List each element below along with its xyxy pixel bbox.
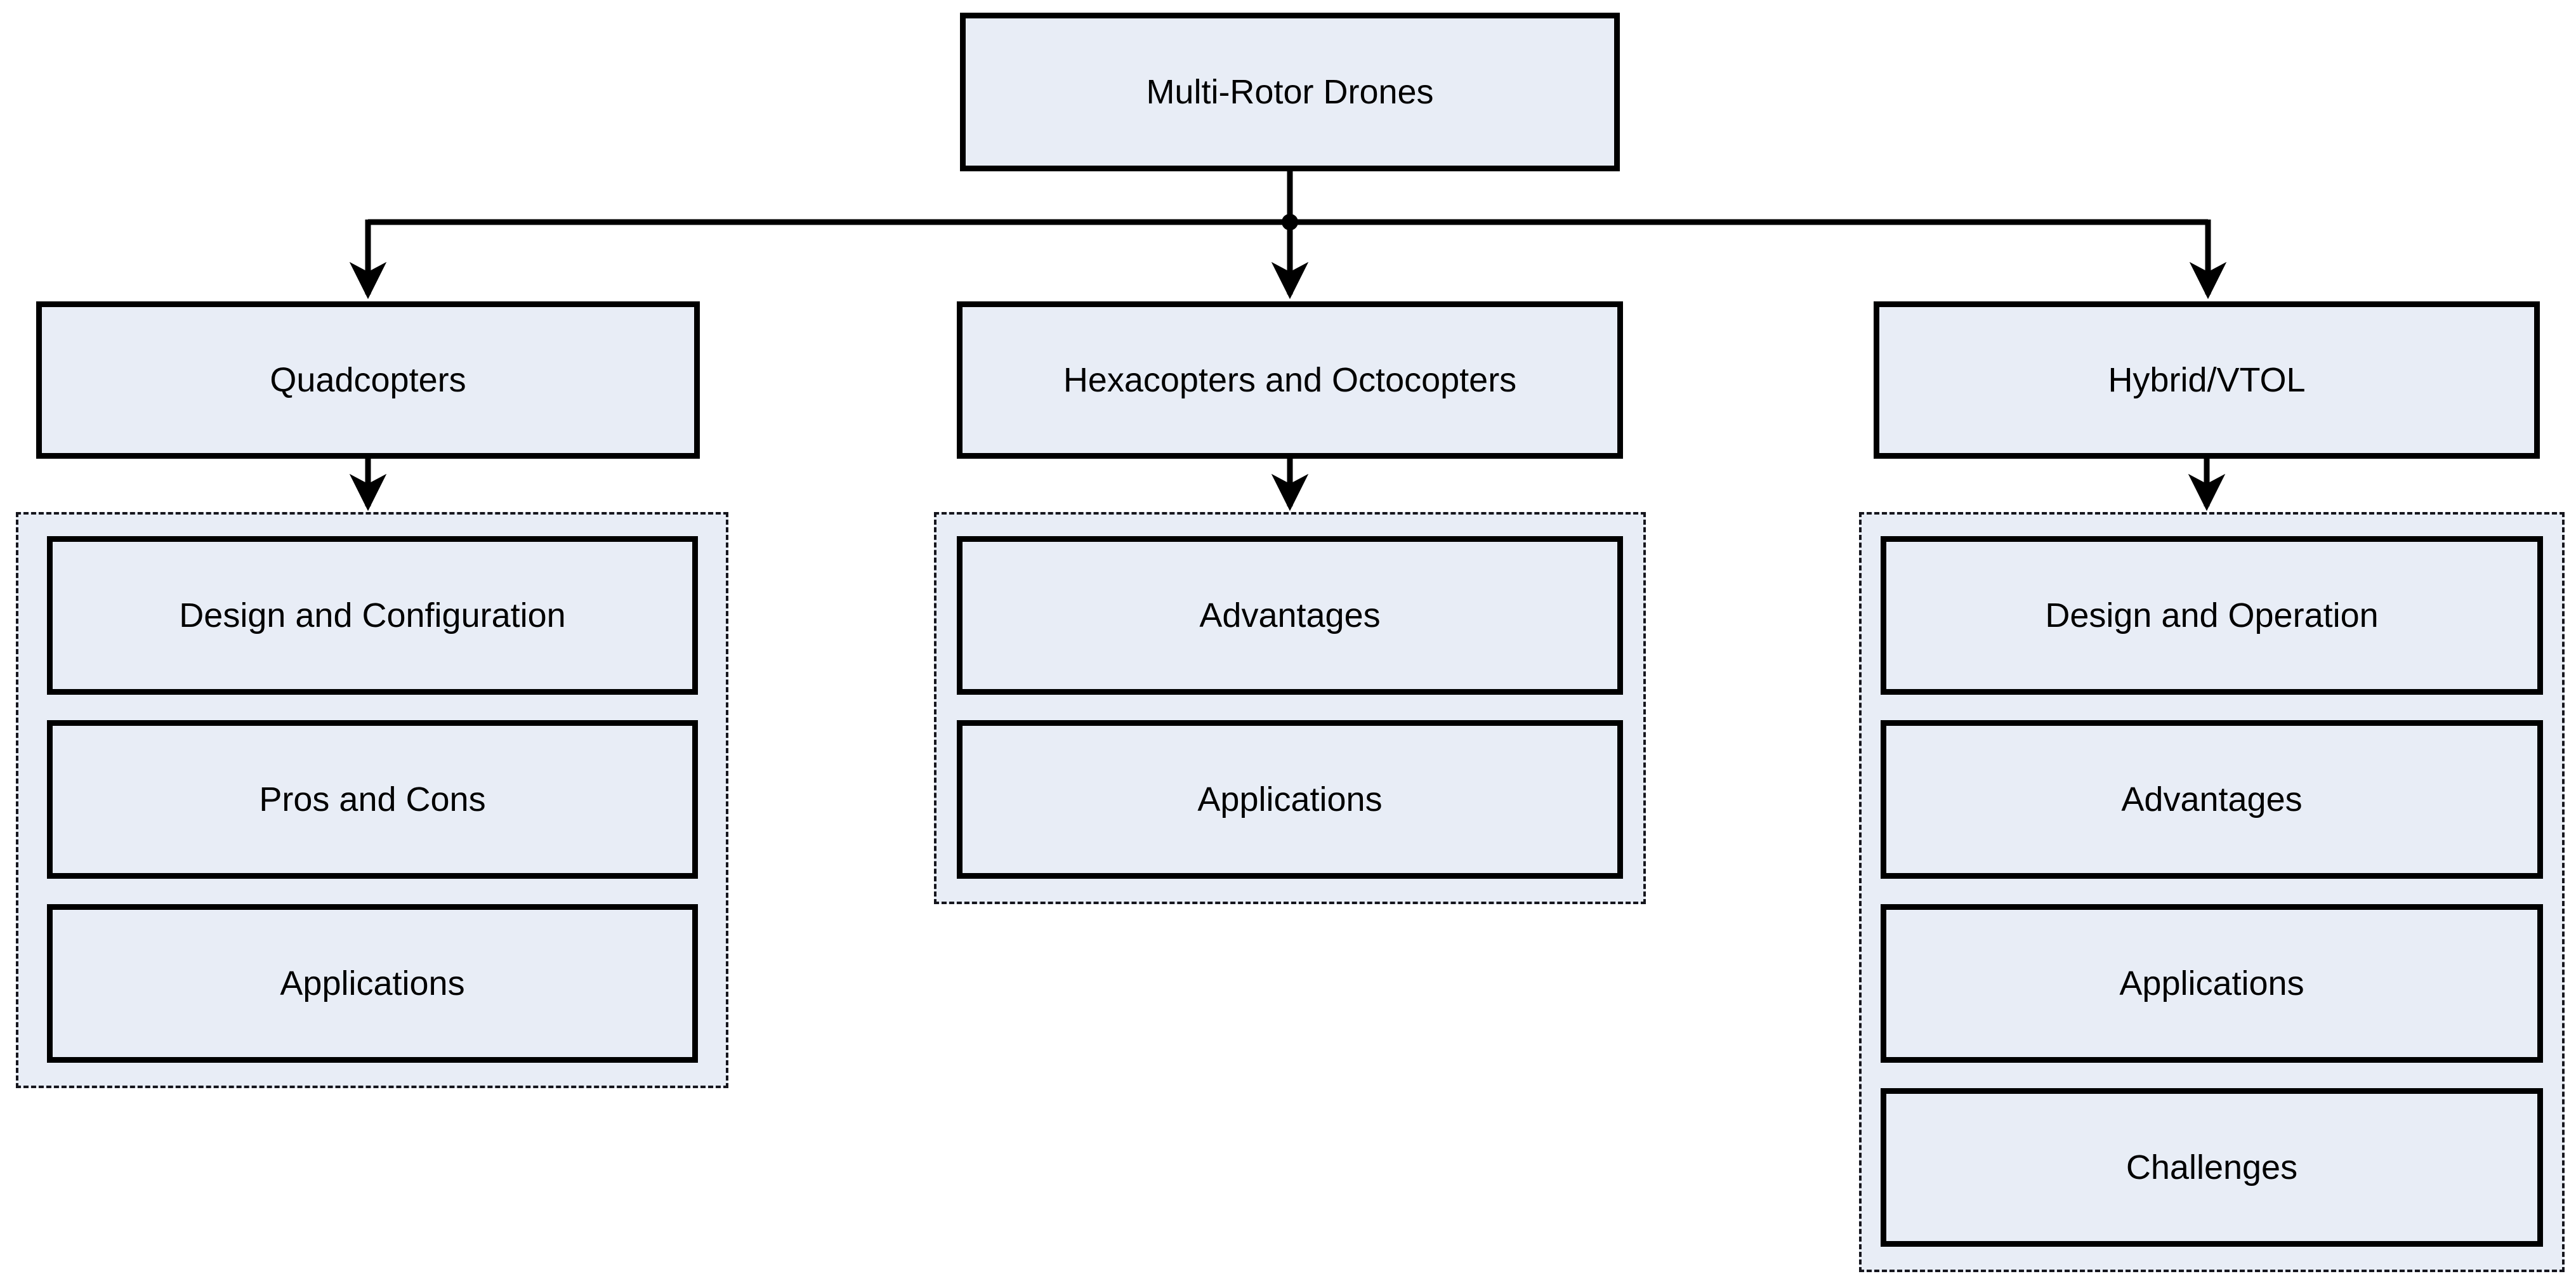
subnode-challenges-label: Challenges <box>2126 1148 2298 1186</box>
subnode-hybrid-applications: Applications <box>1881 904 2543 1063</box>
subnode-quadcopters-applications-label: Applications <box>280 964 465 1002</box>
node-quadcopters-label: Quadcopters <box>270 360 466 399</box>
subnode-hybrid-advantages: Advantages <box>1881 720 2543 879</box>
subnode-hexacopters-applications-label: Applications <box>1197 780 1383 818</box>
subnode-pros-and-cons-label: Pros and Cons <box>259 780 486 818</box>
node-hybrid-vtol: Hybrid/VTOL <box>1874 301 2540 459</box>
subnode-hexacopters-advantages: Advantages <box>957 536 1623 695</box>
group-hybrid-vtol: Design and Operation Advantages Applicat… <box>1859 512 2565 1272</box>
subnode-design-and-configuration: Design and Configuration <box>47 536 698 695</box>
node-quadcopters: Quadcopters <box>36 301 700 459</box>
subnode-challenges: Challenges <box>1881 1088 2543 1247</box>
subnode-hybrid-applications-label: Applications <box>2119 964 2304 1002</box>
subnode-hybrid-advantages-label: Advantages <box>2121 780 2303 818</box>
group-quadcopters: Design and Configuration Pros and Cons A… <box>16 512 728 1088</box>
group-hexacopters-octocopters: Advantages Applications <box>934 512 1646 904</box>
node-hexacopters-octocopters: Hexacopters and Octocopters <box>957 301 1623 459</box>
subnode-hexacopters-applications: Applications <box>957 720 1623 879</box>
subnode-quadcopters-applications: Applications <box>47 904 698 1063</box>
node-hexacopters-octocopters-label: Hexacopters and Octocopters <box>1063 360 1517 399</box>
subnode-design-and-operation: Design and Operation <box>1881 536 2543 695</box>
subnode-design-and-operation-label: Design and Operation <box>2045 596 2379 634</box>
node-hybrid-vtol-label: Hybrid/VTOL <box>2108 360 2306 399</box>
subnode-pros-and-cons: Pros and Cons <box>47 720 698 879</box>
node-root-label: Multi-Rotor Drones <box>1146 72 1434 111</box>
subnode-design-and-configuration-label: Design and Configuration <box>179 596 566 634</box>
subnode-hexacopters-advantages-label: Advantages <box>1199 596 1381 634</box>
node-root: Multi-Rotor Drones <box>960 13 1620 171</box>
